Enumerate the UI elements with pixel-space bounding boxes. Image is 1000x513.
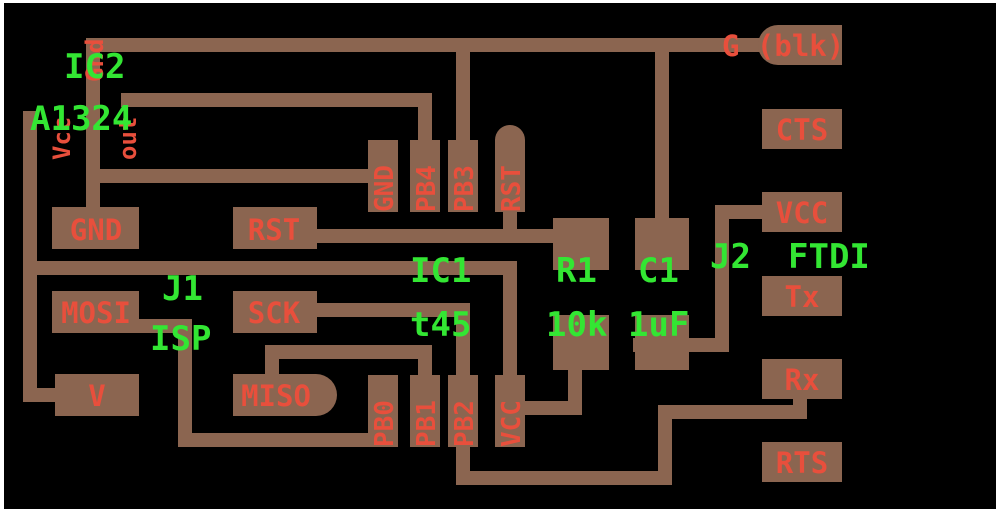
part-labels: IC2 A1324 J1 ISP IC1 t45 R1 10k C1 1uF J… <box>30 47 870 359</box>
label-ic1-pb0: PB0 <box>370 400 400 447</box>
trace-vcc-left <box>23 111 67 402</box>
label-ftdi-vcc: VCC <box>776 196 828 230</box>
label-ic1-pb3: PB3 <box>450 165 480 212</box>
label-ic1-value: t45 <box>410 305 471 345</box>
label-ftdi-cts: CTS <box>776 113 828 147</box>
label-ic2-vcc: Vcc <box>48 117 76 160</box>
label-r1-ref: R1 <box>556 251 597 291</box>
label-ic1-ref: IC1 <box>410 251 471 291</box>
pad-isp-sck <box>233 291 317 333</box>
pad-ftdi-vcc <box>762 192 842 232</box>
ic1-pin-labels: GND PB4 PB3 RST PB0 PB1 PB2 VCC <box>370 165 527 447</box>
label-ftdi-g: G (blk) <box>722 29 844 63</box>
label-ic1-vcc: VCC <box>497 400 527 447</box>
pad-ftdi-rts <box>762 442 842 482</box>
pad-r1-top <box>553 218 609 270</box>
label-c1-value: 1uF <box>628 305 689 345</box>
label-isp-gnd: GND <box>70 213 122 247</box>
traces <box>23 38 807 485</box>
label-j2-ref: J2 <box>710 237 751 277</box>
pad-ftdi-tx <box>762 276 842 316</box>
pad-ftdi-rx <box>762 359 842 399</box>
trace-mosi <box>133 319 392 447</box>
label-ftdi-tx: Tx <box>785 280 820 314</box>
pad-r1-bottom <box>553 315 609 370</box>
trace-sck <box>293 303 470 387</box>
trace-vcc-to-ic1-vcc <box>23 261 517 387</box>
pad-ic1-rst <box>495 125 525 212</box>
label-j2-value: FTDI <box>788 237 870 277</box>
label-ic1-rst: RST <box>497 165 527 212</box>
label-ftdi-rx: Rx <box>785 363 820 397</box>
pads <box>52 25 842 482</box>
label-ic1-gnd: GND <box>370 165 400 212</box>
pad-ic1-pb3 <box>448 140 478 212</box>
trace-r1-to-vcc <box>518 353 582 415</box>
label-isp-rst: RST <box>248 213 300 247</box>
pad-ic1-pb1 <box>410 375 440 447</box>
label-j1-value: ISP <box>150 319 211 359</box>
label-isp-miso: MISO <box>241 379 311 413</box>
pad-c1-top <box>635 218 689 270</box>
pad-labels: GND RST MOSI SCK V MISO CTS VCC Tx Rx RT… <box>61 29 844 480</box>
label-isp-v: V <box>88 379 105 413</box>
label-r1-value: 10k <box>546 305 607 345</box>
label-isp-mosi: MOSI <box>61 296 131 330</box>
pad-ic1-pb0 <box>368 375 398 447</box>
label-c1-ref: C1 <box>638 251 679 291</box>
label-ic2-out: out <box>114 117 142 160</box>
pad-ic1-pb4 <box>410 140 440 212</box>
label-ic1-pb4: PB4 <box>412 165 442 212</box>
trace-rx-to-pb2 <box>456 383 807 485</box>
pad-ic1-pb2 <box>448 375 478 447</box>
label-ftdi-rts: RTS <box>776 446 828 480</box>
label-ic2-ref: IC2 <box>64 47 125 87</box>
pad-isp-rst <box>233 207 317 249</box>
pad-isp-v <box>55 374 139 416</box>
label-ic1-pb2: PB2 <box>450 400 480 447</box>
pad-isp-mosi <box>52 291 139 333</box>
label-j1-ref: J1 <box>162 269 203 309</box>
trace-miso <box>265 345 432 402</box>
label-ic2-value: A1324 <box>30 99 132 139</box>
pad-ic1-vcc <box>495 375 525 447</box>
pad-ftdi-g <box>758 25 842 65</box>
pad-ftdi-cts <box>762 109 842 149</box>
label-isp-sck: SCK <box>248 296 301 330</box>
pad-isp-gnd <box>52 207 139 249</box>
pad-isp-miso <box>233 374 337 416</box>
label-ic1-pb1: PB1 <box>412 400 442 447</box>
pad-c1-bottom <box>635 315 689 370</box>
pad-ic1-gnd <box>368 140 398 212</box>
ic2-pin-labels: Vcc Gnd out <box>48 39 142 160</box>
label-ic2-gnd: Gnd <box>81 39 109 82</box>
trace-out-to-pb4 <box>121 93 432 152</box>
